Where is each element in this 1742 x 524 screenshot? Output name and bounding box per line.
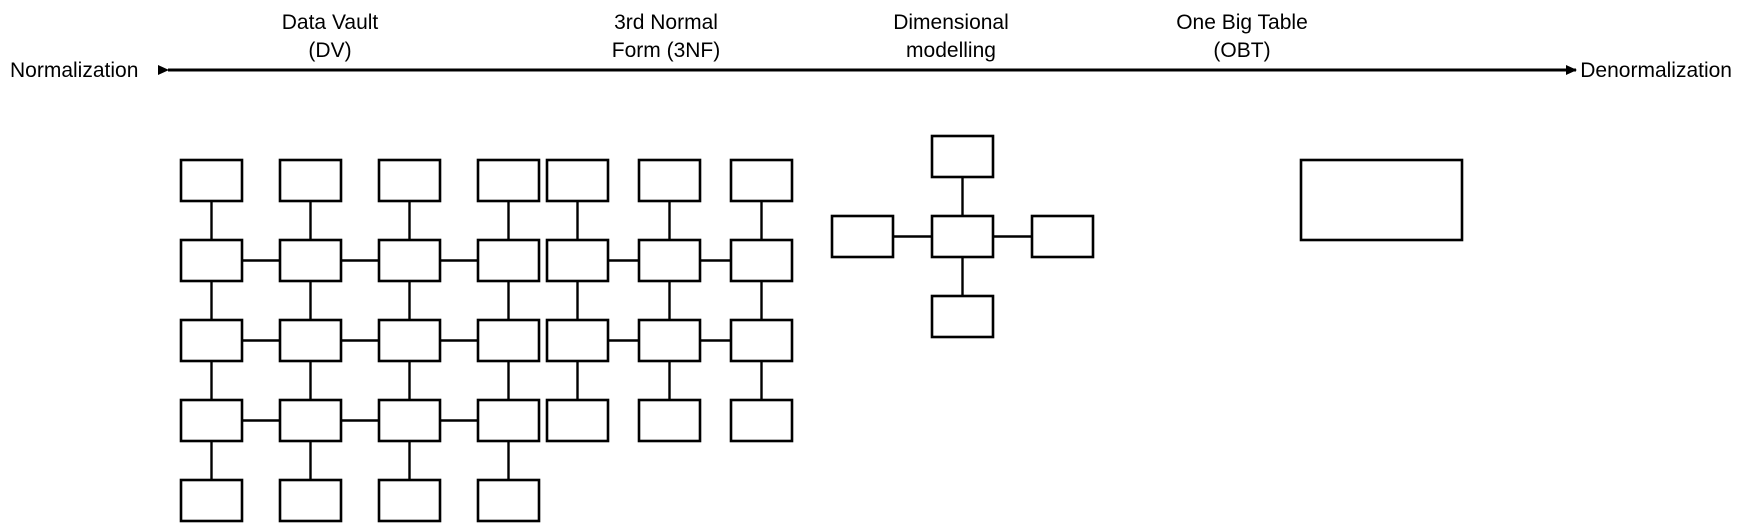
stage-label-dimensional-modelling-line2: modelling [906,39,996,62]
entity-box [729,158,794,203]
entity-box [637,158,702,203]
stage-label-one-big-table-line2: (OBT) [1213,39,1270,62]
entity-box [729,318,794,363]
dimension-box [1030,214,1095,259]
entity-box [729,398,794,443]
stage-label-dimensional-modelling: Dimensional [893,11,1009,34]
entity-box [179,238,244,283]
entity-box [377,238,442,283]
dimension-box [930,294,995,339]
entity-box [179,398,244,443]
axis-label-denormalization: Denormalization [1580,59,1732,82]
stage-label-one-big-table: One Big Table [1176,11,1308,34]
entity-box [179,318,244,363]
entity-box [637,398,702,443]
entity-box [179,478,244,523]
stage-label-data-vault-line2: (DV) [308,39,351,62]
entity-box [476,318,541,363]
entity-box [545,398,610,443]
stage-data-vault [179,158,541,523]
entity-box [545,318,610,363]
entity-box [476,238,541,283]
entity-box [545,238,610,283]
entity-box [476,478,541,523]
entity-box [377,398,442,443]
entity-box [637,318,702,363]
entity-box [278,238,343,283]
entity-box [278,158,343,203]
fact-box [930,214,995,259]
entity-box [278,398,343,443]
entity-box [729,238,794,283]
entity-box [637,238,702,283]
entity-box [476,398,541,443]
entity-box [377,158,442,203]
entity-box [278,318,343,363]
stage-label-third-normal-form-line2: Form (3NF) [612,39,721,62]
stage-shapes [179,134,1464,523]
entity-box [476,158,541,203]
dimension-box [930,134,995,179]
stage-dimensional-modelling [830,134,1095,339]
one-big-table-box [1299,158,1464,242]
entity-box [278,478,343,523]
stage-label-third-normal-form: 3rd Normal [614,11,718,34]
entity-box [545,158,610,203]
entity-box [179,158,244,203]
stage-label-data-vault: Data Vault [282,11,379,34]
spectrum-axis: Normalization Denormalization [10,59,1732,82]
stage-third-normal-form [545,158,794,443]
entity-box [377,318,442,363]
dimension-box [830,214,895,259]
axis-label-normalization: Normalization [10,59,138,82]
stage-one-big-table [1299,158,1464,242]
entity-box [377,478,442,523]
